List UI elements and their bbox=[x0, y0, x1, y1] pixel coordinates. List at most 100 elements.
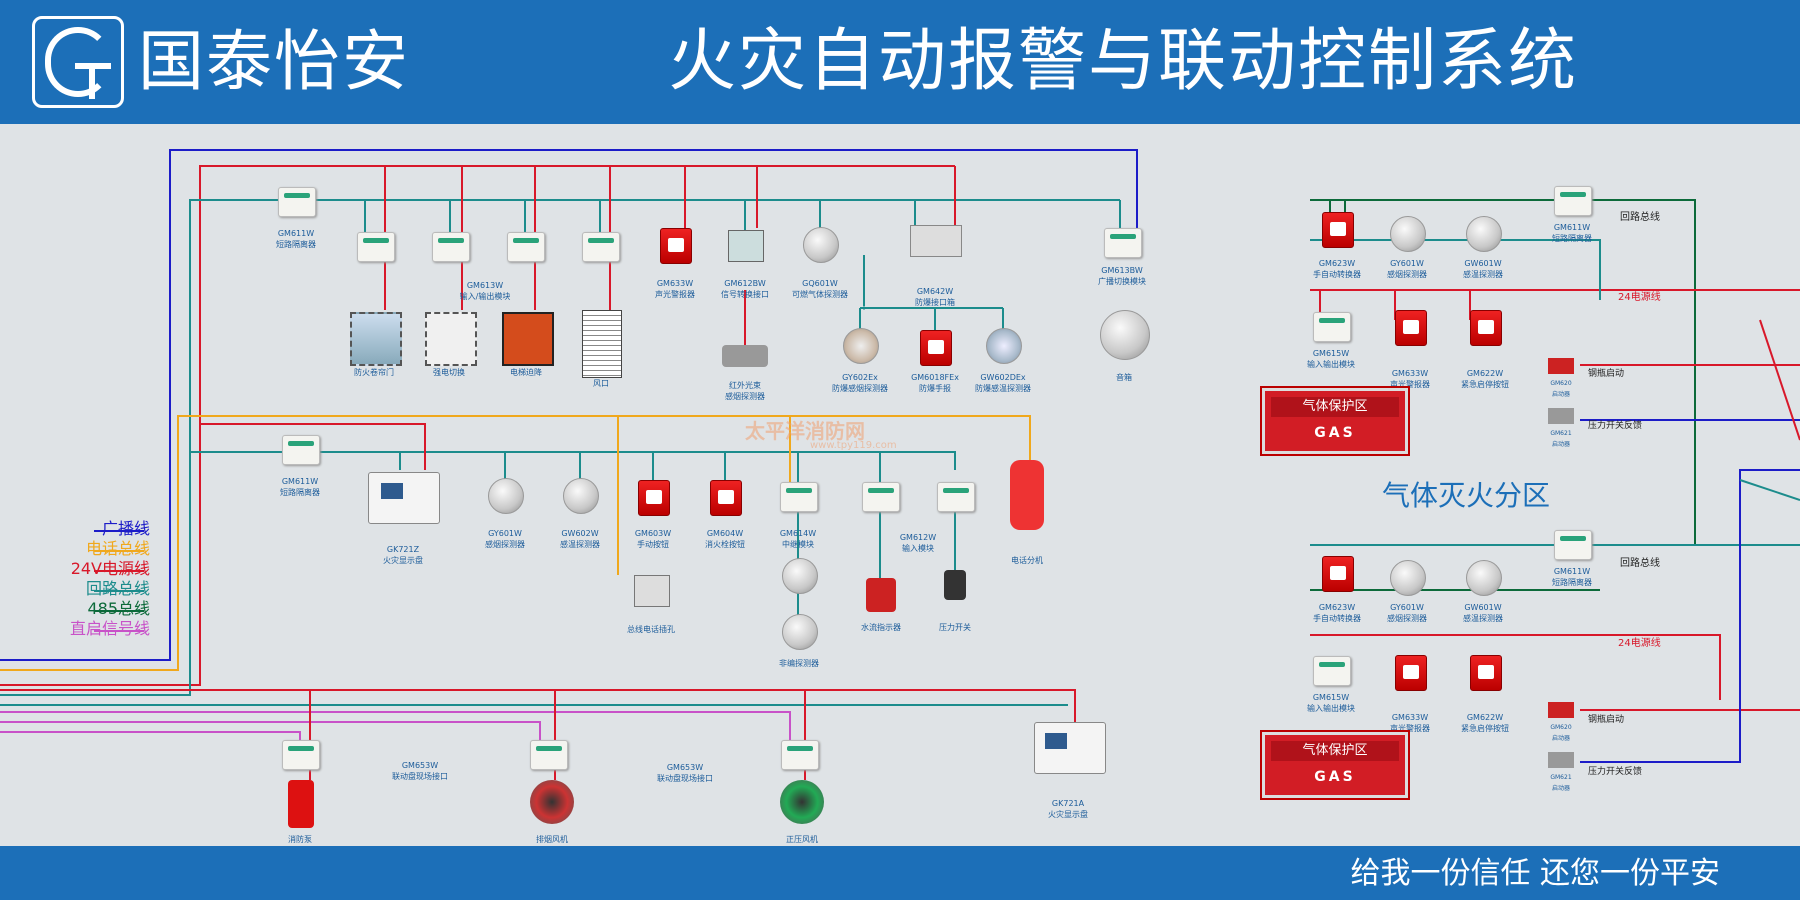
heat-detector-icon bbox=[563, 478, 599, 514]
gas-io-module-1 bbox=[1313, 312, 1351, 342]
gas-heat-detector-1 bbox=[1466, 216, 1502, 252]
smoke-fan-icon bbox=[530, 780, 574, 824]
legend-swatch-phone bbox=[94, 550, 144, 552]
gas-smoke-detector-1 bbox=[1390, 216, 1426, 252]
power-cut-icon bbox=[425, 312, 477, 366]
pressure-fan-icon bbox=[780, 780, 824, 824]
fire-door-label: 防火卷帘门 bbox=[354, 368, 394, 377]
io-module-4 bbox=[582, 232, 620, 262]
pressure-fan-label: 正压风机 bbox=[786, 835, 818, 844]
gas-auto-manual-switch-1 bbox=[1322, 212, 1354, 248]
ex-smoke-detector-icon bbox=[843, 328, 879, 364]
legend-direct: 直启信号线 bbox=[69, 619, 150, 638]
gas-sign-bottom-2: GAS bbox=[1314, 769, 1356, 785]
power-cut-label: 强电切换 bbox=[433, 368, 465, 377]
gas-power-label-2: 24电源线 bbox=[1618, 638, 1661, 649]
non-coded-detector-2 bbox=[782, 614, 818, 650]
bus-jack-label: 总线电话插孔 bbox=[627, 625, 675, 634]
infrared-beam-icon bbox=[722, 345, 768, 367]
gas-starter-2 bbox=[1548, 408, 1574, 424]
gas-sign-bottom-1: GAS bbox=[1314, 425, 1356, 441]
fire-door-icon bbox=[350, 312, 402, 366]
gas-emergency-button-2 bbox=[1470, 655, 1502, 691]
linkage-interface-2 bbox=[530, 740, 568, 770]
fire-display-panel-z bbox=[368, 472, 440, 524]
manual-button-icon bbox=[638, 480, 670, 516]
gas-power-label-1: 24电源线 bbox=[1618, 292, 1661, 303]
elevator-label: 电梯迫降 bbox=[510, 368, 542, 377]
ex-heat-detector-icon bbox=[986, 328, 1022, 364]
footer-bar: 给我一份信任 还您一份平安 bbox=[0, 846, 1800, 900]
signal-interface-icon bbox=[728, 230, 764, 262]
io-module-3 bbox=[507, 232, 545, 262]
fire-pump-label: 消防泵 bbox=[288, 835, 312, 844]
legend-loop: 回路总线 bbox=[85, 579, 150, 598]
gas-starter-3 bbox=[1548, 702, 1574, 718]
gas-pressure-feedback-1: 压力开关反馈 bbox=[1588, 421, 1643, 431]
smoke-fan-label: 排烟风机 bbox=[536, 835, 568, 844]
fire-pump-icon bbox=[288, 780, 314, 828]
input-module-2 bbox=[937, 482, 975, 512]
gas-sign-top-2: 气体保护区 bbox=[1271, 741, 1399, 761]
speaker-icon bbox=[1100, 310, 1150, 360]
legend-485: 485总线 bbox=[87, 599, 150, 618]
watermark-url: www.tpy119.com bbox=[810, 440, 897, 451]
legend-broadcast: 广播线 bbox=[101, 519, 150, 538]
linkage-interface-3 bbox=[781, 740, 819, 770]
legend-swatch-broadcast bbox=[94, 530, 144, 532]
gas-starter-4 bbox=[1548, 752, 1574, 768]
gas-smoke-detector-2 bbox=[1390, 560, 1426, 596]
speaker-label: 音箱 bbox=[1116, 373, 1132, 382]
header-bar: 国泰怡安 火灾自动报警与联动控制系统 bbox=[0, 0, 1800, 124]
vent-label: 风口 bbox=[593, 379, 609, 388]
hydrant-button-icon bbox=[710, 480, 742, 516]
broadcast-switch-module bbox=[1104, 228, 1142, 258]
io-module-2 bbox=[432, 232, 470, 262]
gas-zone-title: 气体灭火分区 bbox=[1382, 479, 1551, 512]
legend-swatch-485 bbox=[94, 610, 144, 612]
vent-icon bbox=[582, 310, 622, 378]
sound-light-alarm-icon bbox=[660, 228, 692, 264]
linkage-interface-1 bbox=[282, 740, 320, 770]
fire-display-panel-a bbox=[1034, 722, 1106, 774]
gas-loop-bus-label-2: 回路总线 bbox=[1620, 558, 1660, 569]
legend-power: 24V电源线 bbox=[70, 559, 150, 578]
gas-alarm-2 bbox=[1395, 655, 1427, 691]
gas-isolator-2 bbox=[1554, 530, 1592, 560]
water-flow-label: 水流指示器 bbox=[861, 623, 901, 632]
page-title: 火灾自动报警与联动控制系统 bbox=[668, 22, 1579, 101]
gas-loop-bus-label-1: 回路总线 bbox=[1620, 212, 1660, 223]
non-coded-detector-1 bbox=[782, 558, 818, 594]
gas-cylinder-start-2: 钢瓶启动 bbox=[1588, 715, 1625, 725]
gas-auto-manual-switch-2 bbox=[1322, 556, 1354, 592]
pressure-switch-label: 压力开关 bbox=[939, 623, 971, 632]
ex-manual-alarm-icon bbox=[920, 330, 952, 366]
